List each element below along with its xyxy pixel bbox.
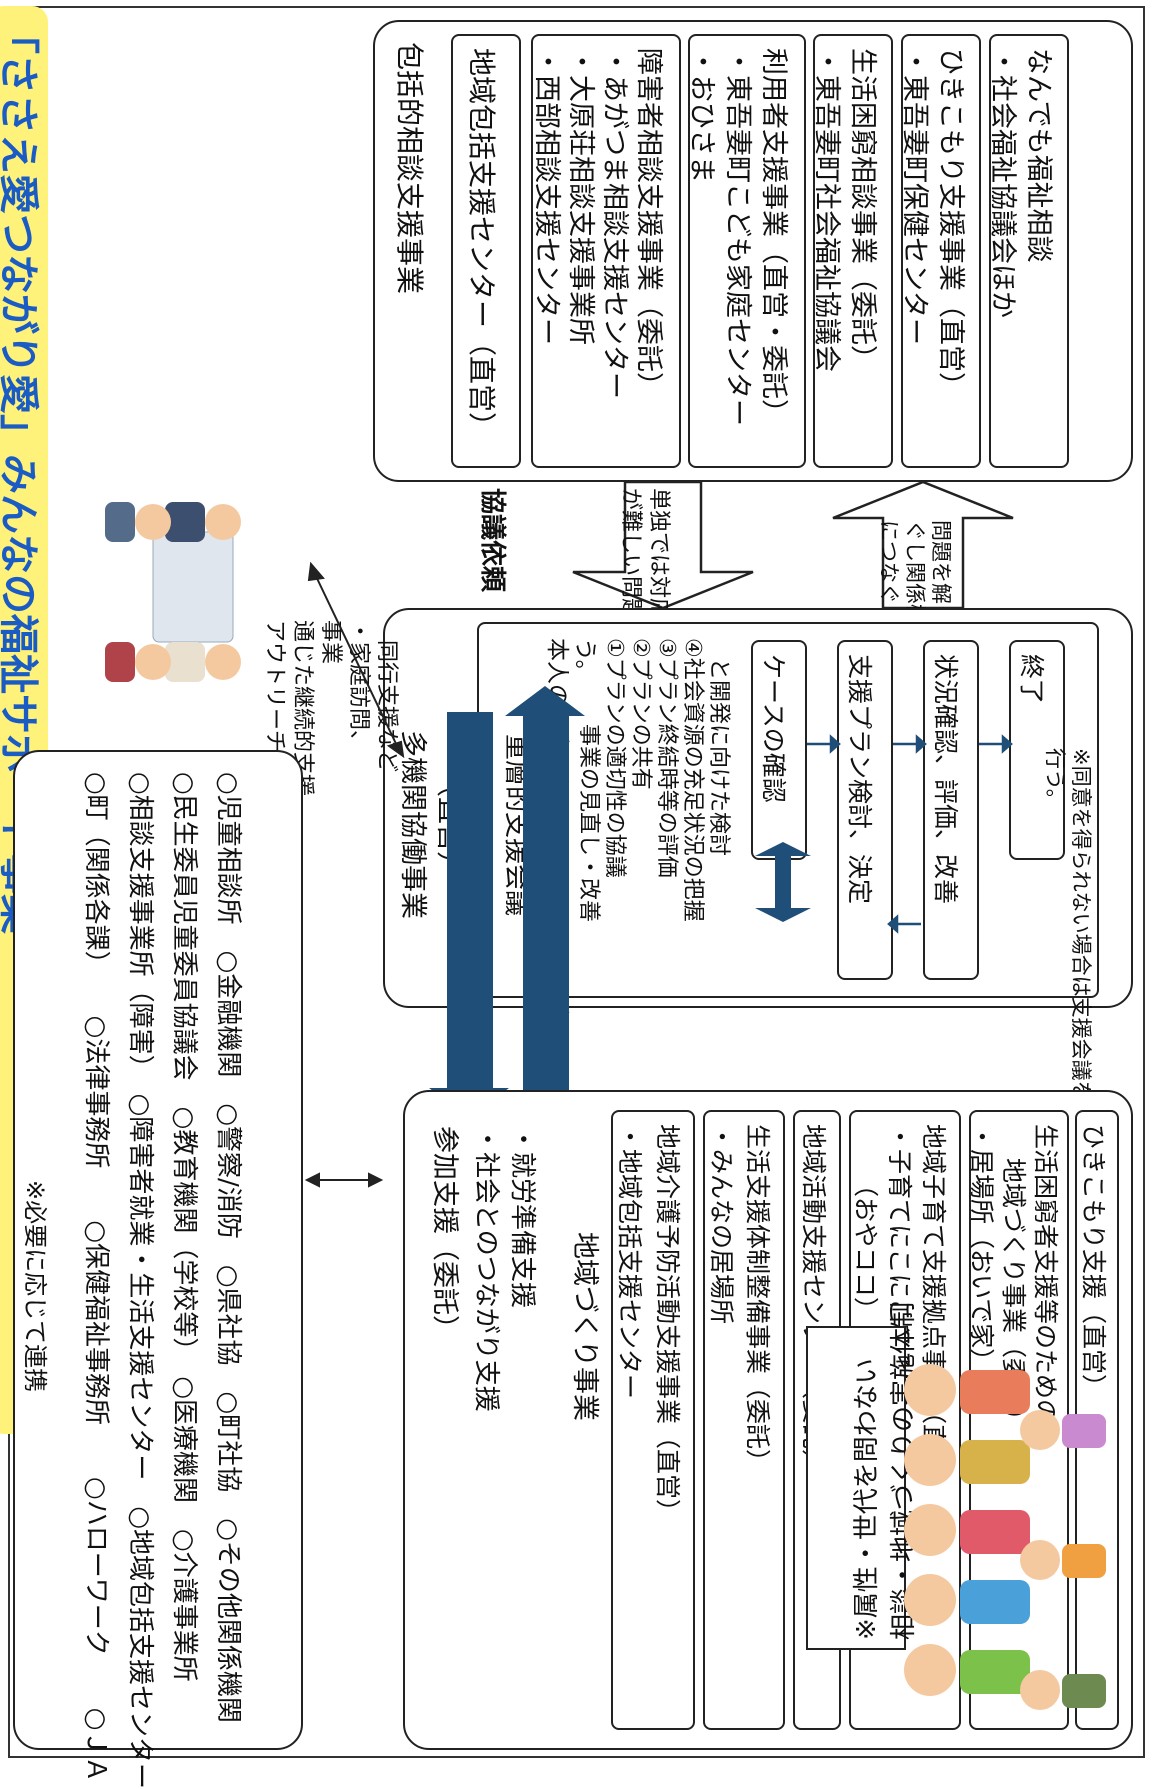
attribute-note-panel [806, 1326, 906, 1650]
participation-network-link [304, 1172, 384, 1188]
meeting-illustration [105, 502, 241, 682]
network-heading: ※必要に応じて連携 [20, 1172, 55, 1401]
right-item-2: 生活支援体制整備事業（委託） ・みんなの居場所 [703, 1110, 785, 1730]
outreach-thick-arrow [429, 712, 509, 1118]
network-line-2: ○相談支援事業所（障害） ○障害者就業・生活支援センター ○地域包括支援センター [125, 772, 155, 1789]
right-item-line: （おやココ） [851, 1172, 880, 1323]
multi-agency-panel: 多機関協働事業 （直営） 重層的支援会議 本人の同意を得た上で以下のことを行 う… [383, 608, 1133, 1029]
review-thick-arrow [505, 686, 585, 1092]
right-item-1: 地域介護予防活動支援事業（直営） ・地域包括支援センター [611, 1110, 695, 1730]
crowd-illustration [904, 1364, 1106, 1710]
network-line-3: ○民生委員児童委員協議会 ○教育機関（学校等） ○医療機関 ○介護事業所 [169, 772, 199, 1682]
right-item-line: 生活支援体制整備事業（委託） [743, 1124, 772, 1475]
right-item-line: ・みんなの居場所 [707, 1124, 736, 1325]
referral-arrows [832, 480, 1014, 610]
participation-sub-1: ・社会とのつながり支援 [471, 1126, 501, 1412]
network-link-arrow [755, 842, 811, 922]
right-item-line: ・地域包括支援センター [615, 1124, 644, 1400]
review-label: 事業の見直し・改善 [576, 724, 601, 923]
support-meeting-box: 重層的支援会議 本人の同意を得た上で以下のことを行 う。 ①プランの適切性の協議… [477, 622, 1099, 1029]
participation-sub-2: ・就労準備支援 [507, 1126, 537, 1309]
left-network-link [307, 561, 405, 759]
referral-arrow [832, 480, 1014, 610]
consult-arrows [572, 480, 754, 610]
network-line-1: ○町（関係各課） ○法律事務所 ○保健福祉事務所 ○ハローワーク ○ＪＡ [81, 772, 111, 1783]
network-panel: ※必要に応じて連携 ○町（関係各課） ○法律事務所 ○保健福祉事務所 ○ハローワ… [13, 750, 303, 1789]
participation-heading: 参加支援（委託） [429, 1126, 460, 1342]
step-arrows [807, 734, 1013, 934]
community-heading: 地域づくり事業 [569, 1232, 600, 1421]
consult-request-arrow [572, 480, 754, 610]
right-item-line: 地域介護予防活動支援事業（直営） [653, 1124, 682, 1525]
network-line-4: ○児童相談所 ○金融機関 ○警察/消防 ○県社協 ○町社協 ○その他関係機関 [213, 772, 243, 1723]
